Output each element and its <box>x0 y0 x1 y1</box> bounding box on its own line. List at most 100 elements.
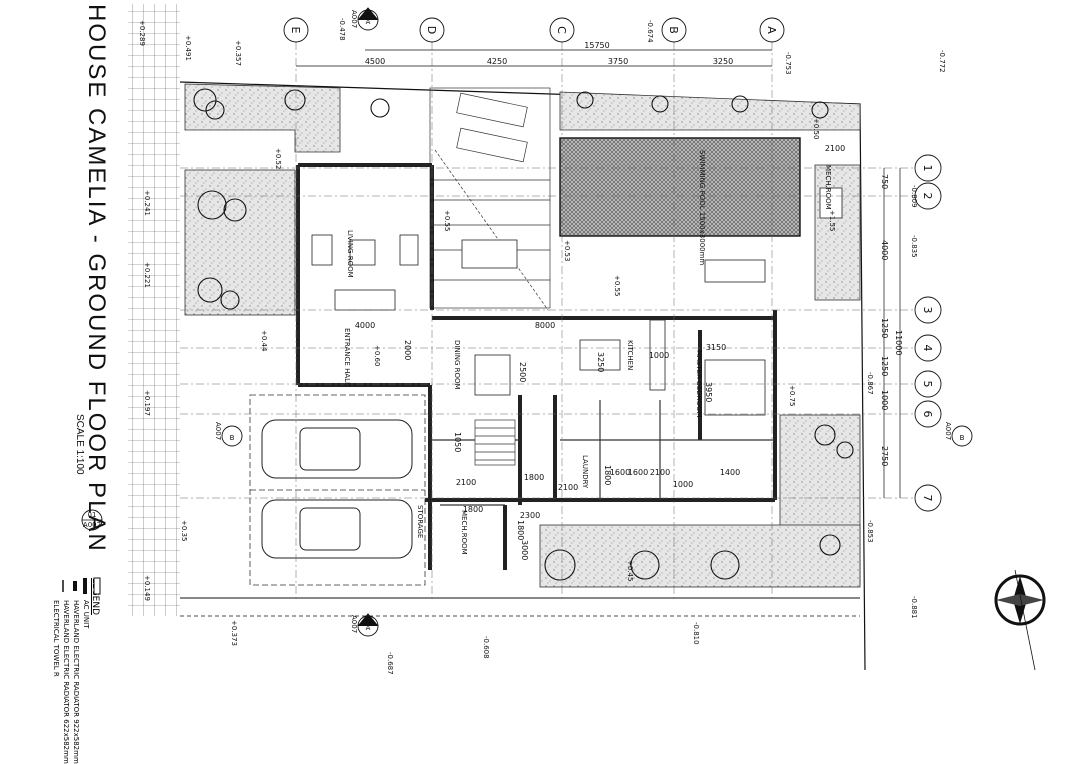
inner-dim-1: 4000 <box>355 321 375 330</box>
grid-column-markers <box>283 17 785 43</box>
inner-dimensions: 4000 2000 8000 3250 3150 3950 2500 1800 … <box>355 144 845 560</box>
grid-row-labels: 1 2 3 4 5 6 7 <box>921 165 934 502</box>
inner-dim-22: 2100 <box>825 144 845 153</box>
dim-right-2: 4000 <box>880 240 889 260</box>
inner-dim-12: 1050 <box>453 432 462 452</box>
level-7: -0.772 <box>938 50 946 73</box>
inner-dim-20: 1000 <box>673 480 693 489</box>
inner-dim-11: 1000 <box>649 351 669 360</box>
inner-dim-5: 3150 <box>706 343 726 352</box>
room-kitchen: KITCHEN <box>626 340 634 370</box>
level-2: +0.491 <box>184 35 192 61</box>
grid-row-markers <box>914 154 942 512</box>
inner-dim-15: 2100 <box>558 483 578 492</box>
level-16: +0.373 <box>230 620 238 646</box>
dim-right-5: 1000 <box>880 390 889 410</box>
level-9: +0.55 <box>613 275 621 296</box>
garden-areas <box>184 83 861 588</box>
section-a-top: A <box>366 18 371 26</box>
level-22: -0.810 <box>692 622 700 645</box>
dim-right-3: 1250 <box>880 318 889 338</box>
level-annotations: +0.289 +0.491 +0.357 -0.478 -0.674 -0.75… <box>138 18 946 675</box>
dim-overall-right: 11000 <box>894 330 903 355</box>
inner-dim-7: 2500 <box>518 362 527 382</box>
level-18: -0.835 <box>910 235 918 258</box>
room-laundry: LAUNDRY <box>581 455 589 489</box>
dim-right-4: 1250 <box>880 356 889 376</box>
grid-row-2: 2 <box>921 193 934 200</box>
level-27: +0.45 <box>626 560 634 581</box>
level-15: +0.149 <box>143 575 151 601</box>
level-17: -0.809 <box>910 185 918 208</box>
inner-dim-3: 8000 <box>535 321 555 330</box>
inner-dim-14: 3000 <box>520 540 529 560</box>
inner-dim-16: 1600 <box>628 468 648 477</box>
dim-top-1: 4500 <box>365 57 385 66</box>
furniture <box>311 187 843 416</box>
section-a-bottom-sheet: A007 <box>350 615 358 633</box>
level-12: +0.221 <box>143 262 151 288</box>
grid-col-c: C <box>555 26 568 34</box>
room-dining: DINING ROOM <box>453 340 461 390</box>
level-23: -0.608 <box>482 636 490 659</box>
room-entrance: ENTRANCE HALL <box>343 328 351 386</box>
sheet-ref: 01 <box>88 511 97 519</box>
section-b-left: B <box>230 434 235 442</box>
level-20: -0.853 <box>866 520 874 543</box>
level-24: -0.687 <box>386 652 394 675</box>
floor-plan-drawing: SWIMMING POOL 1500x3000mm <box>81 4 1046 675</box>
level-1: +0.289 <box>138 20 146 46</box>
section-b-right: B <box>960 434 965 442</box>
grid-lines <box>180 42 915 600</box>
inner-dim-6: 3950 <box>704 382 713 402</box>
level-25: +0.60 <box>373 345 381 366</box>
room-master: MASTER BEDROOM <box>695 350 703 418</box>
section-markers <box>221 7 973 637</box>
section-a-bottom: A <box>366 624 371 632</box>
section-b-right-sheet: A007 <box>944 422 952 440</box>
grid-column-labels: E D C B A <box>289 26 778 34</box>
grid-row-4: 4 <box>921 345 934 352</box>
dim-top-3: 3750 <box>608 57 628 66</box>
level-21: -0.881 <box>910 596 918 619</box>
level-29: +1.55 <box>828 210 836 231</box>
room-mech-top: MECH.ROOM <box>824 165 832 210</box>
grid-row-5: 5 <box>921 381 934 388</box>
inner-dim-2: 2000 <box>403 340 412 360</box>
level-26: +0.55 <box>443 210 451 231</box>
room-storage: STORAGE <box>416 505 424 538</box>
dim-top-4: 3250 <box>713 57 733 66</box>
inner-dim-18: 2100 <box>650 468 670 477</box>
level-14: +0.35 <box>180 520 188 541</box>
level-11: +0.241 <box>143 190 151 216</box>
inner-dim-4: 3250 <box>596 352 605 372</box>
dim-right-6: 2750 <box>880 446 889 466</box>
sheet-code: A002 <box>83 521 101 529</box>
dim-overall-top: 15750 <box>584 41 609 50</box>
grid-row-6: 6 <box>921 411 934 418</box>
pool-note: SWIMMING POOL 1500x3000mm <box>698 150 706 265</box>
staircase <box>474 419 516 466</box>
level-28: +0.44 <box>260 330 268 352</box>
level-5: -0.674 <box>646 20 654 43</box>
inner-dim-13: 2100 <box>456 478 476 487</box>
inner-dim-23: 2300 <box>520 511 540 520</box>
dim-top-2: 4250 <box>487 57 507 66</box>
level-31: +0.50 <box>812 118 820 139</box>
room-mech-bottom: MECH.ROOM <box>460 510 468 555</box>
level-4: -0.478 <box>338 18 346 41</box>
room-living: LIVING ROOM <box>346 230 354 278</box>
inner-dim-10: 1600 <box>610 468 630 477</box>
inner-dim-21: 1800 <box>516 520 525 540</box>
trees <box>193 88 854 581</box>
grid-col-b: B <box>667 26 680 34</box>
level-3: +0.357 <box>234 40 242 66</box>
level-30: +0.75 <box>788 385 796 406</box>
swimming-pool <box>559 137 801 237</box>
north-arrow-icon <box>994 569 1046 671</box>
level-10: +0.53 <box>563 240 571 261</box>
level-19: -0.867 <box>866 372 874 395</box>
grid-row-3: 3 <box>921 307 934 314</box>
grid-col-e: E <box>289 27 302 34</box>
level-13: +0.197 <box>143 390 151 416</box>
